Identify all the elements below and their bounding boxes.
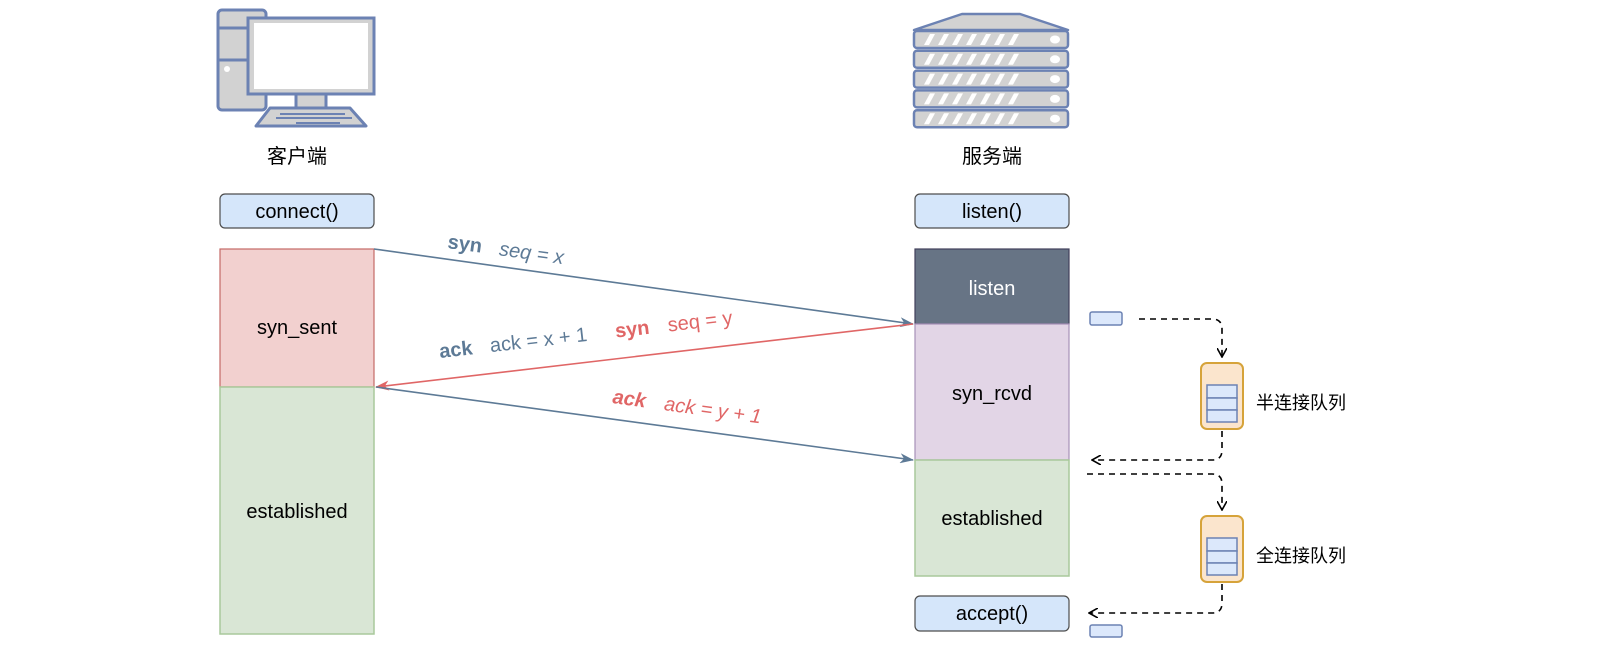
server-established-label: established bbox=[941, 508, 1042, 530]
rack-unit bbox=[912, 89, 1070, 109]
accept-call-box: accept() bbox=[914, 595, 1070, 632]
server-title: 服务端 bbox=[962, 144, 1022, 168]
server-rack-icon bbox=[912, 12, 1070, 129]
ack-message-label: ack ack = y + 1 bbox=[611, 386, 762, 428]
client-established-label: established bbox=[246, 501, 347, 523]
from-half-queue-arrow bbox=[1092, 431, 1223, 460]
ack-flag-3: ack bbox=[611, 386, 648, 412]
syn-flag: syn bbox=[446, 231, 483, 258]
connect-label: connect() bbox=[255, 201, 338, 223]
desktop-computer-icon bbox=[216, 8, 376, 128]
to-full-queue-arrow bbox=[1087, 473, 1222, 510]
syn-sent-label: syn_sent bbox=[257, 317, 337, 339]
rack-unit bbox=[912, 29, 1070, 50]
server-state-listen: listen bbox=[914, 248, 1070, 325]
listen-call-box: listen() bbox=[914, 193, 1070, 229]
accept-label: accept() bbox=[956, 603, 1028, 625]
syn-ack-message-label: ack ack = x + 1 syn seq = y bbox=[438, 307, 734, 363]
syn-message-label: syn seq = x bbox=[446, 231, 566, 269]
full-queue-label: 全连接队列 bbox=[1256, 546, 1346, 567]
ack-value-3: ack = y + 1 bbox=[663, 393, 763, 428]
server-state-syn-rcvd: syn_rcvd bbox=[914, 323, 1070, 461]
client-title: 客户端 bbox=[267, 144, 327, 168]
to-half-queue-arrow bbox=[1139, 318, 1222, 357]
client-state-syn-sent: syn_sent bbox=[219, 248, 375, 388]
rack-unit bbox=[912, 49, 1070, 70]
full-connection-queue bbox=[1200, 515, 1244, 583]
accepted-connection-token bbox=[1089, 624, 1123, 638]
rack-unit bbox=[912, 69, 1070, 89]
pending-connection-token bbox=[1089, 311, 1123, 326]
half-connection-queue bbox=[1200, 362, 1244, 430]
rack-unit bbox=[912, 108, 1070, 129]
syn-arrow bbox=[373, 248, 914, 328]
ack-flag-2: ack bbox=[438, 337, 475, 363]
syn-rcvd-label: syn_rcvd bbox=[952, 383, 1032, 405]
connect-call-box: connect() bbox=[219, 193, 375, 229]
syn-ack-arrow bbox=[375, 323, 914, 391]
syn-seq: seq = x bbox=[498, 238, 566, 269]
from-full-queue-arrow bbox=[1089, 584, 1223, 613]
listen-call-label: listen() bbox=[962, 201, 1022, 223]
half-queue-label: 半连接队列 bbox=[1256, 393, 1346, 414]
ack-arrow bbox=[375, 386, 914, 464]
syn-flag-2: syn bbox=[614, 317, 651, 343]
ack-value-2: ack = x + 1 bbox=[489, 324, 589, 357]
seq-value-2: seq = y bbox=[667, 307, 734, 336]
client-state-established: established bbox=[219, 386, 375, 635]
server-state-established: established bbox=[914, 459, 1070, 577]
listen-state-label: listen bbox=[969, 278, 1016, 300]
